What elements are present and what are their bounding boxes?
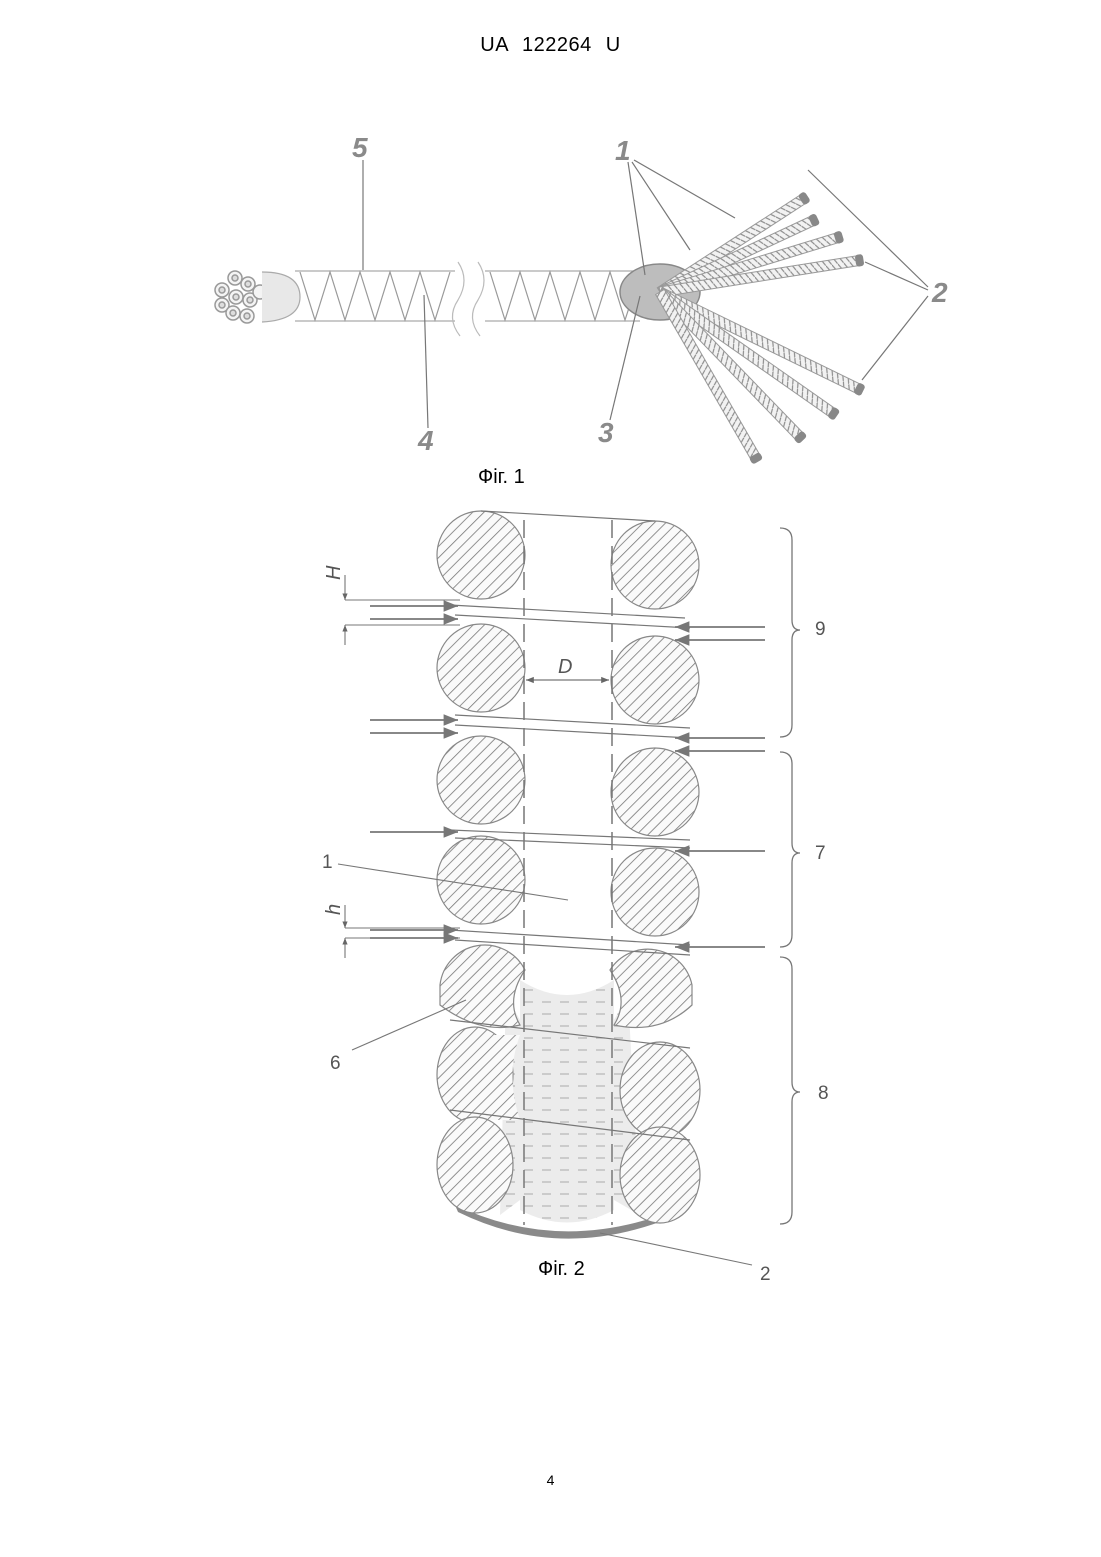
fig2-label-6: 6 [330,1053,341,1074]
fig2-label-2: 2 [760,1264,771,1285]
tube-bundle-end [215,271,267,323]
cable-body [295,262,640,336]
figure-1-caption: Фіг. 1 [478,466,525,489]
figure-1-drawing: 5 1 2 4 3 [215,132,948,465]
bundle-wrap-end [262,272,300,322]
page-number: 4 [0,1472,1101,1488]
fig2-label-7: 7 [815,843,826,864]
fig1-label-3: 3 [598,417,614,448]
fig2-label-1: 1 [322,852,333,873]
dimension-label-H: H [323,565,345,580]
fig1-label-2: 2 [931,277,948,308]
fig1-label-1: 1 [615,135,631,166]
figure-2-drawing: H h D 1 6 9 7 8 2 [322,511,829,1285]
dimension-h [345,905,460,958]
figure-2-caption: Фіг. 2 [538,1258,585,1281]
section-braces [780,528,800,1224]
fig2-label-9: 9 [815,619,826,640]
dimension-H [345,575,460,645]
fig1-label-5: 5 [352,132,368,163]
fig2-label-8: 8 [818,1083,829,1104]
springs-group [655,191,866,465]
fig1-label-4: 4 [417,425,434,456]
liquid-region [520,980,614,1223]
dimension-label-h: h [323,904,345,915]
dimension-label-D: D [558,656,572,678]
